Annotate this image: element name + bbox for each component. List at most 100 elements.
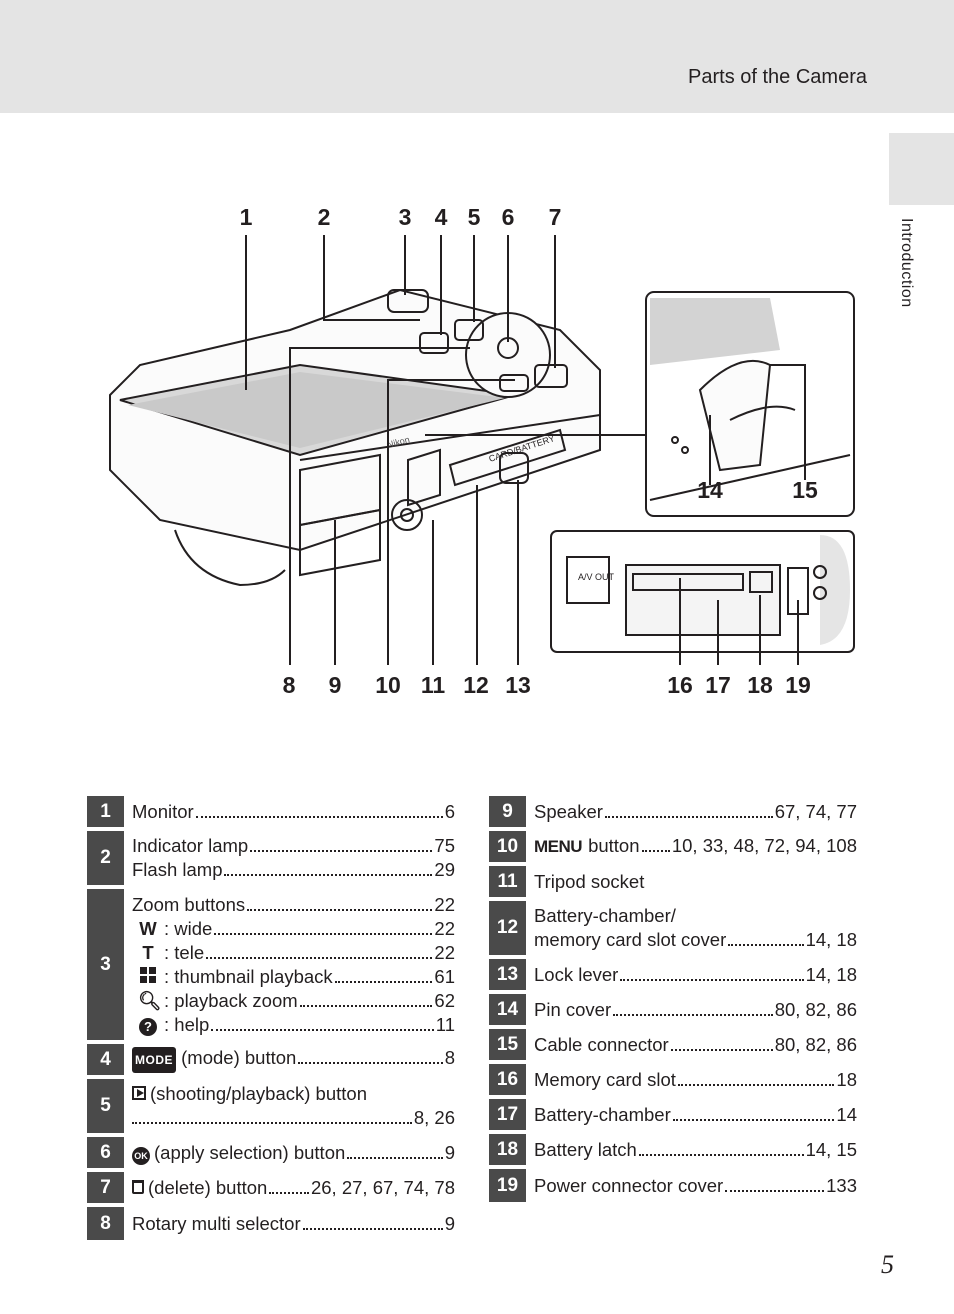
part-number: 4 (87, 1040, 124, 1077)
table-row: 4 MODE (mode) button 8 (87, 1040, 455, 1077)
callout-4: 4 (435, 204, 448, 230)
part-number: 16 (489, 1060, 526, 1097)
help-icon: ? (139, 1017, 157, 1036)
magnifier-icon: 🔍︎ (138, 989, 162, 1011)
callout-15: 15 (792, 477, 818, 503)
callout-6: 6 (502, 204, 515, 230)
page-number: 5 (881, 1250, 894, 1279)
part-label: (delete) button (148, 1176, 268, 1198)
page-ref: 80, 82, 86 (774, 1033, 857, 1055)
page-ref: 62 (434, 989, 455, 1011)
page-ref: 6 (444, 800, 455, 822)
part-number: 7 (87, 1168, 124, 1205)
part-number: 15 (489, 1025, 526, 1062)
wide-icon: W (139, 917, 157, 939)
part-label: Power connector cover (534, 1174, 724, 1196)
part-number: 6 (87, 1133, 124, 1170)
table-row: 12 Battery-chamber/ memory card slot cov… (489, 897, 857, 957)
part-number: 1 (87, 792, 124, 829)
callout-2: 2 (318, 204, 331, 230)
callout-18: 18 (747, 672, 773, 698)
page-ref: 18 (836, 1068, 857, 1090)
part-number: 8 (87, 1203, 124, 1240)
part-number: 10 (489, 827, 526, 864)
page-ref: 29 (434, 859, 455, 880)
page-ref: 61 (434, 965, 455, 987)
trash-icon (132, 1179, 144, 1194)
callout-3: 3 (399, 204, 412, 230)
menu-icon: MENU (534, 837, 583, 856)
part-number: 17 (489, 1095, 526, 1132)
table-row: 5 (shooting/playback) button 8, 26 (87, 1075, 455, 1135)
part-label: : wide (164, 917, 213, 939)
callout-16: 16 (667, 672, 693, 698)
part-label: : help (164, 1013, 210, 1035)
callout-8: 8 (283, 672, 296, 698)
callout-17: 17 (705, 672, 731, 698)
part-label: (shooting/playback) button (150, 1083, 367, 1104)
part-label: Cable connector (534, 1033, 669, 1055)
page-ref: 22 (434, 917, 455, 939)
part-label: Battery latch (534, 1138, 637, 1160)
callout-14: 14 (697, 477, 723, 503)
part-number: 9 (489, 792, 526, 829)
part-label: Lock lever (534, 963, 619, 985)
part-number: 11 (489, 862, 526, 899)
table-row: 11 Tripod socket (489, 862, 857, 899)
callout-5: 5 (468, 204, 481, 230)
part-label: (apply selection) button (154, 1141, 346, 1163)
part-label: Battery-chamber (534, 1103, 671, 1125)
chapter-tab (889, 133, 954, 205)
page-ref: 22 (434, 941, 455, 963)
part-number: 2 (87, 827, 124, 887)
page-ref: 8 (444, 1047, 455, 1068)
thumbnail-icon (140, 966, 156, 983)
part-number: 18 (489, 1130, 526, 1167)
page-ref: 10, 33, 48, 72, 94, 108 (671, 835, 857, 856)
part-label: button (588, 835, 640, 856)
part-number: 14 (489, 990, 526, 1027)
mode-icon: MODE (132, 1047, 176, 1073)
page-ref: 14, 18 (805, 929, 857, 950)
table-row: 10 MENU button 10, 33, 48, 72, 94, 108 (489, 827, 857, 864)
part-label: (mode) button (181, 1047, 297, 1068)
callout-13: 13 (505, 672, 531, 698)
part-number: 12 (489, 897, 526, 957)
part-label: memory card slot cover (534, 929, 727, 950)
table-row: 15 Cable connector 80, 82, 86 (489, 1025, 857, 1062)
camera-body-illustration (109, 288, 601, 590)
part-number: 19 (489, 1165, 526, 1202)
callout-10: 10 (375, 672, 401, 698)
part-label: Zoom buttons (132, 893, 246, 915)
table-row: 1 Monitor 6 (87, 792, 455, 829)
leader-lines (245, 235, 647, 665)
table-row: 8 Rotary multi selector 9 (87, 1203, 455, 1240)
part-label: Tripod socket (534, 870, 645, 892)
page-header: Parts of the Camera (0, 0, 954, 113)
part-label: Memory card slot (534, 1068, 676, 1090)
part-label: Rotary multi selector (132, 1212, 301, 1234)
page-ref: 8, 26 (413, 1107, 455, 1128)
callout-9: 9 (329, 672, 342, 698)
part-label: Flash lamp (132, 859, 223, 880)
page-ref: 14, 18 (805, 963, 857, 985)
part-label: Monitor (132, 800, 194, 822)
part-label: Battery-chamber/ (534, 905, 676, 926)
callout-7: 7 (549, 204, 562, 230)
connector-inset (645, 291, 855, 517)
play-icon (132, 1086, 146, 1100)
callout-19: 19 (785, 672, 811, 698)
page-ref: 9 (444, 1212, 455, 1234)
page-ref: 11 (435, 1013, 455, 1035)
part-label: Pin cover (534, 998, 612, 1020)
part-label: : playback zoom (164, 989, 298, 1011)
ok-icon: OK (132, 1146, 150, 1165)
